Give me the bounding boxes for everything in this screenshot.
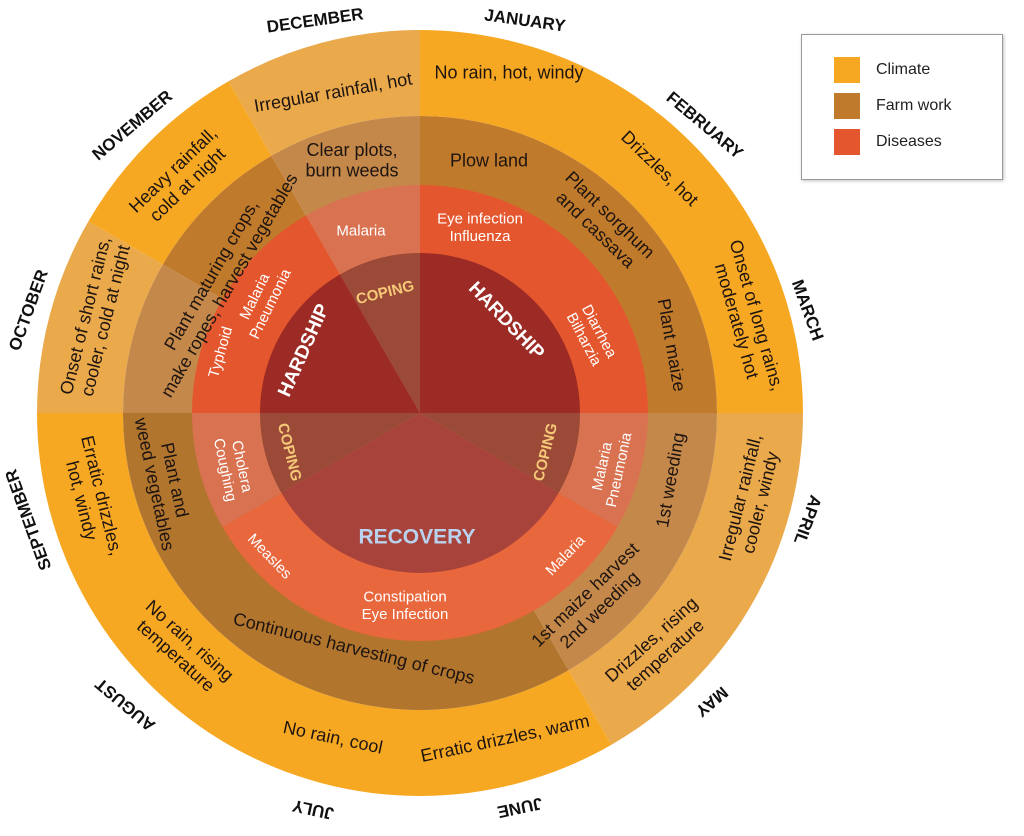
core-sector-hardship-left [260, 274, 420, 413]
legend-swatch-climate [834, 57, 860, 83]
climate-sector-oct-nov [88, 81, 272, 265]
climate-sector-apr [568, 413, 803, 745]
legend-swatch-diseases [834, 129, 860, 155]
climate-sector-jan-mar [420, 30, 803, 413]
legend-label-climate: Climate [876, 61, 931, 78]
core-sector-coping-top [340, 253, 420, 413]
month-label-may: MAY [691, 683, 731, 721]
legend-swatch-farm-work [834, 93, 860, 119]
farm-sector-apr [500, 413, 717, 671]
month-label-april: APRIL [790, 493, 825, 547]
period-label-recovery: RECOVERY [358, 525, 475, 548]
ring-sectors [37, 29, 803, 796]
legend-label-diseases: Diseases [876, 133, 942, 150]
farm-text-dec: Clear plots,burn weeds [305, 140, 398, 181]
disease-text-dec: Malaria [336, 222, 386, 239]
legend-item-diseases: Diseases [834, 129, 942, 155]
climate-sector-may-aug [37, 413, 612, 796]
legend-label-farm-work: Farm work [876, 97, 952, 114]
month-label-december: DECEMBER [266, 4, 365, 36]
climate-sector-sep [37, 221, 163, 413]
core-sector-coping-right [420, 413, 580, 493]
month-label-june: JUNE [496, 794, 544, 822]
core-sector-recovery [281, 413, 559, 573]
month-label-january: JANUARY [483, 5, 567, 35]
core-sector-coping-left [260, 413, 420, 493]
legend: Climate Farm work Diseases [801, 34, 1003, 180]
core-sector-hardship-right [420, 253, 580, 413]
climate-sector-dec [228, 29, 420, 156]
legend-item-climate: Climate [834, 57, 930, 83]
month-label-july: JULY [290, 796, 336, 823]
disease-text-nov: MalariaPneumonia [231, 258, 295, 342]
farm-text-jan: Plow land [450, 150, 528, 170]
legend-item-farm-work: Farm work [834, 93, 952, 119]
climate-text-jan: No rain, hot, windy [434, 62, 583, 82]
